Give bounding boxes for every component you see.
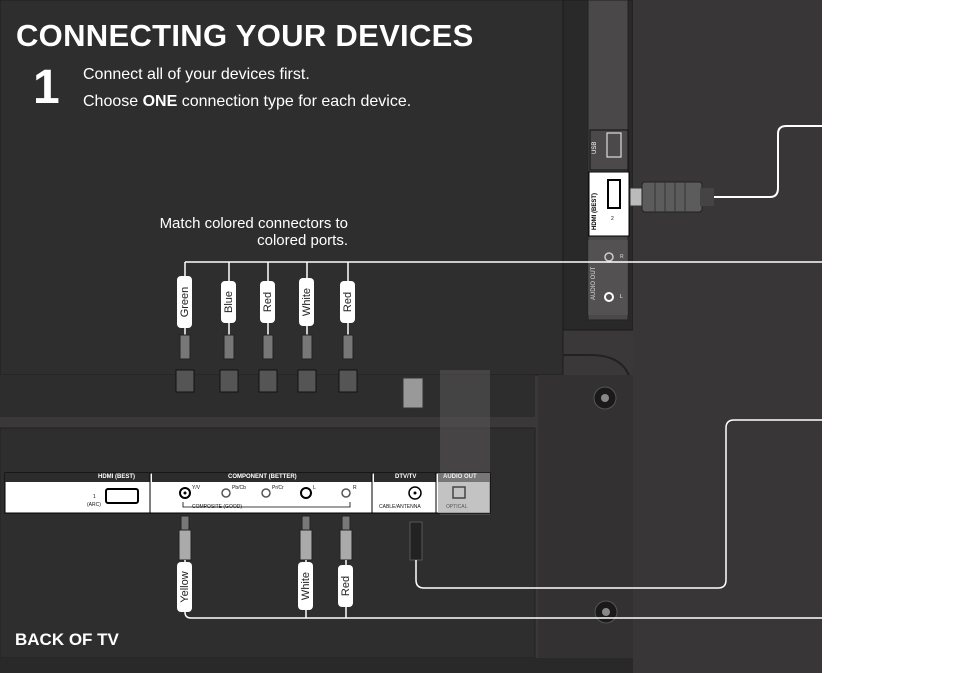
- cable-label-white-composite: White: [298, 562, 313, 610]
- cable-label-text: White: [300, 287, 313, 317]
- cable-label-red-2: Red: [340, 281, 355, 323]
- dtv-header: DTV/TV: [395, 474, 417, 480]
- cable-label-text: Red: [339, 575, 352, 597]
- audio-out-side-label: AUDIO OUT: [591, 266, 597, 300]
- audio-out-header: AUDIO OUT: [443, 474, 477, 480]
- back-of-tv-label: BACK OF TV: [15, 630, 119, 649]
- cable-label-yellow: Yellow: [177, 562, 192, 612]
- audio-right-label: R: [620, 254, 624, 260]
- l-label: L: [313, 485, 316, 491]
- usb-port-label: USB: [592, 141, 598, 154]
- cable-label-text: Blue: [222, 290, 235, 314]
- hdmi-2-label: HDMI (BEST): [592, 193, 598, 230]
- cable-label-red-composite: Red: [338, 565, 353, 607]
- audio-left-label: L: [620, 294, 623, 300]
- match-colors-note: Match colored connectors to colored port…: [159, 215, 348, 249]
- cable-label-green: Green: [177, 276, 192, 328]
- cable-label-blue: Blue: [221, 281, 236, 323]
- cable-label-red: Red: [260, 281, 275, 323]
- instruction-emphasis: ONE: [142, 93, 178, 110]
- pbcb-label: Pb/Cb: [232, 485, 246, 491]
- yv-label: Y/V: [192, 485, 201, 491]
- instruction-prefix: Choose: [83, 93, 143, 110]
- cable-label-white: White: [299, 278, 314, 326]
- cable-label-text: Green: [178, 286, 191, 318]
- cable-antenna-label: CABLE/ANTENNA: [379, 504, 421, 510]
- composite-label: COMPOSITE (GOOD): [192, 504, 242, 510]
- cable-label-text: Yellow: [178, 571, 191, 603]
- hdmi-2-port-number: 2: [611, 216, 614, 222]
- cable-label-text: Red: [261, 291, 274, 313]
- r-label: R: [353, 485, 357, 491]
- page-title: CONNECTING YOUR DEVICES: [16, 18, 474, 53]
- optical-label: OPTICAL: [446, 504, 468, 510]
- component-header: COMPONENT (BETTER): [228, 474, 297, 480]
- component-connectors: [175, 334, 424, 409]
- hdmi-arc-label: (ARC): [87, 502, 101, 508]
- instruction-suffix: connection type for each device.: [177, 93, 412, 110]
- hdmi-best-header: HDMI (BEST): [98, 474, 135, 480]
- prcr-label: Pr/Cr: [272, 485, 284, 491]
- hdmi-1-number: 1: [93, 494, 96, 500]
- cable-label-text: White: [299, 571, 312, 601]
- step-number: 1: [33, 61, 60, 114]
- instruction-line-2: Choose ONE connection type for each devi…: [83, 93, 411, 111]
- cable-label-text: Red: [341, 291, 354, 313]
- instruction-line-1: Connect all of your devices first.: [83, 66, 310, 83]
